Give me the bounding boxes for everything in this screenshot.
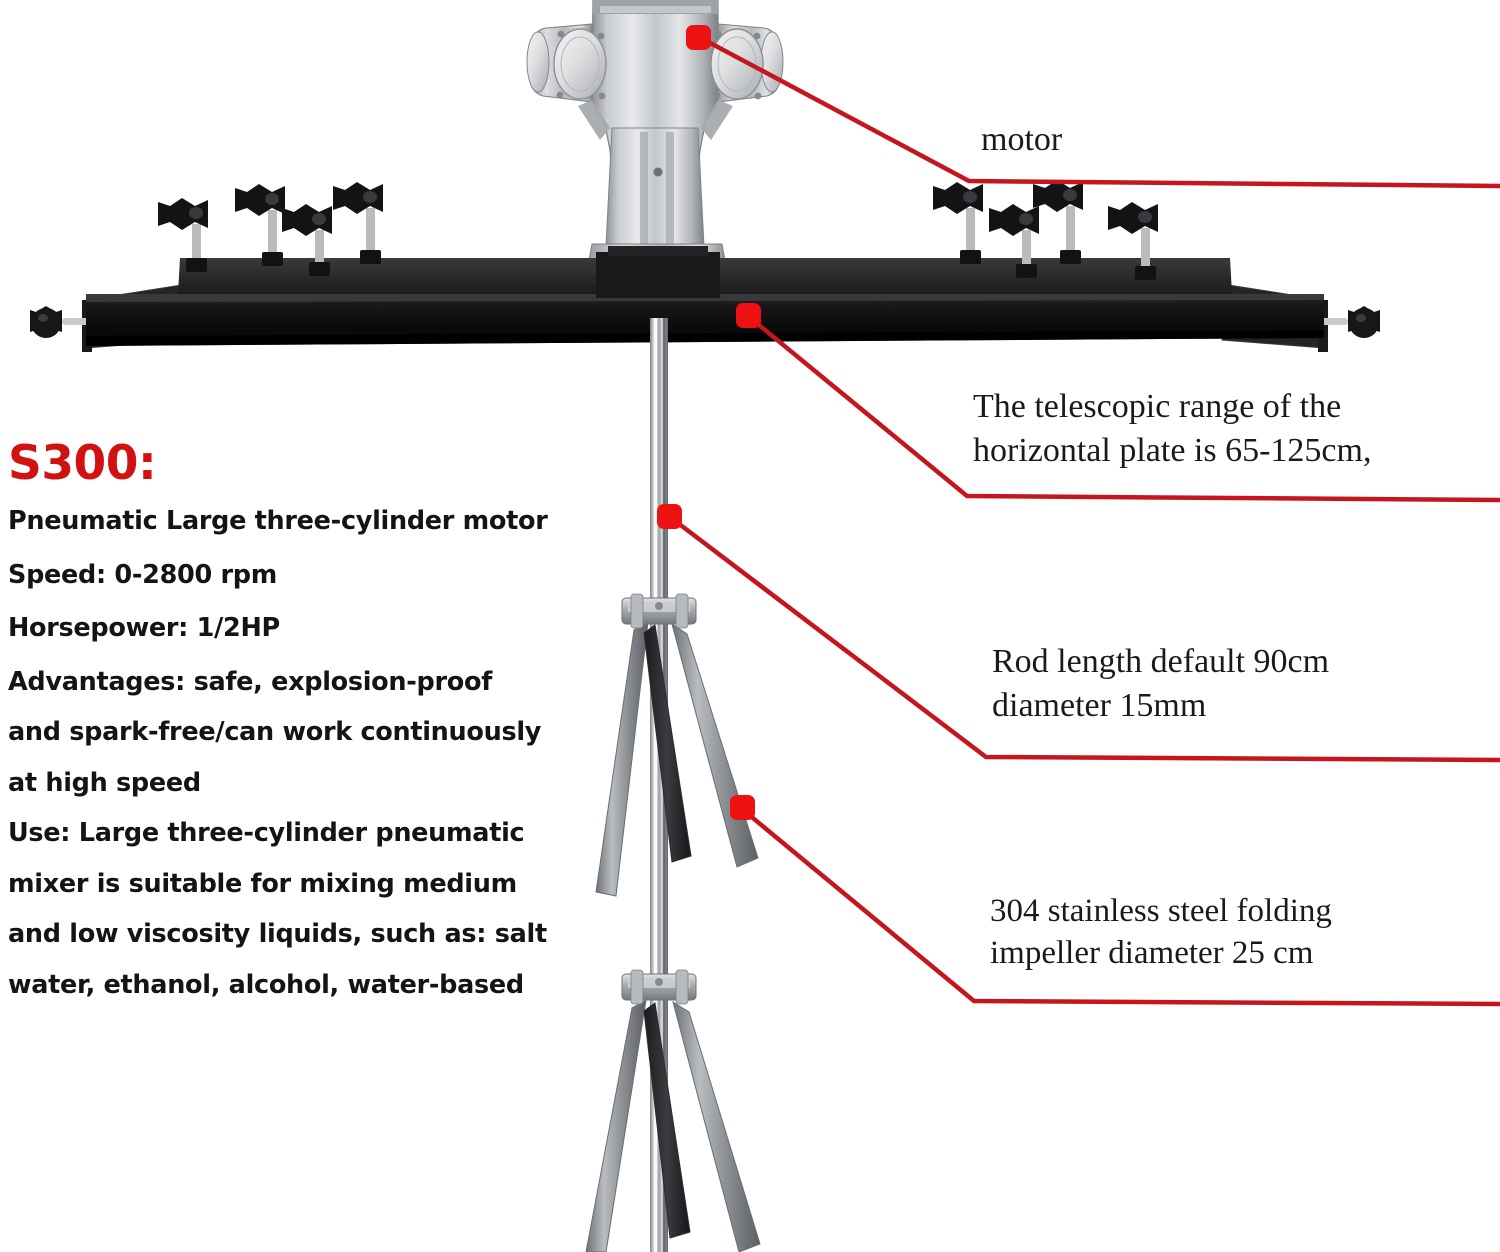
spec-line-advantages-2: and spark-free/can work continuously <box>8 717 542 747</box>
horizontal-plate <box>30 246 1380 352</box>
spec-line-use-1: Use: Large three-cylinder pneumatic <box>8 818 525 848</box>
leader-motor <box>686 25 1500 189</box>
callout-telescopic-range: The telescopic range of the horizontal p… <box>973 385 1371 472</box>
mixer-shaft <box>650 318 668 1252</box>
spec-line-motor-type: Pneumatic Large three-cylinder motor <box>8 506 548 536</box>
end-knob-right <box>1302 306 1380 338</box>
impeller-lower <box>585 969 761 1252</box>
callout-motor: motor <box>981 118 1062 162</box>
callout-telescopic-range-line-1: The telescopic range of the <box>973 388 1342 425</box>
callout-impeller: 304 stainless steel folding impeller dia… <box>990 890 1332 974</box>
spec-line-horsepower: Horsepower: 1/2HP <box>8 613 280 643</box>
callout-motor-line-1: motor <box>981 121 1063 158</box>
callout-telescopic-range-line-2: horizontal plate is 65-125cm, <box>973 431 1372 469</box>
spec-panel: S300: Pneumatic Large three-cylinder mot… <box>8 440 608 1023</box>
spec-line-advantages-3: at high speed <box>8 767 201 798</box>
motor-assembly <box>526 0 784 276</box>
spec-line-use-2: mixer is suitable for mixing medium <box>8 868 517 899</box>
end-knob-left <box>30 306 108 338</box>
model-title: S300: <box>8 436 157 491</box>
callout-rod-length-line-2: diameter 15mm <box>992 686 1207 724</box>
callout-rod-length-line-1: Rod length default 90cm <box>992 643 1330 680</box>
callout-rod-length: Rod length default 90cm diameter 15mm <box>992 640 1329 727</box>
callout-impeller-line-1: 304 stainless steel folding <box>990 893 1332 929</box>
callout-impeller-line-2: impeller diameter 25 cm <box>990 935 1314 972</box>
spec-line-advantages-1: Advantages: safe, explosion-proof <box>8 666 493 697</box>
spec-line-use-4: water, ethanol, alcohol, water-based <box>8 969 524 1000</box>
impeller-upper <box>595 593 759 897</box>
spec-line-use-3: and low viscosity liquids, such as: salt <box>8 919 547 949</box>
plate-clamp-knobs <box>158 180 1158 280</box>
spec-line-speed: Speed: 0-2800 rpm <box>8 559 278 590</box>
